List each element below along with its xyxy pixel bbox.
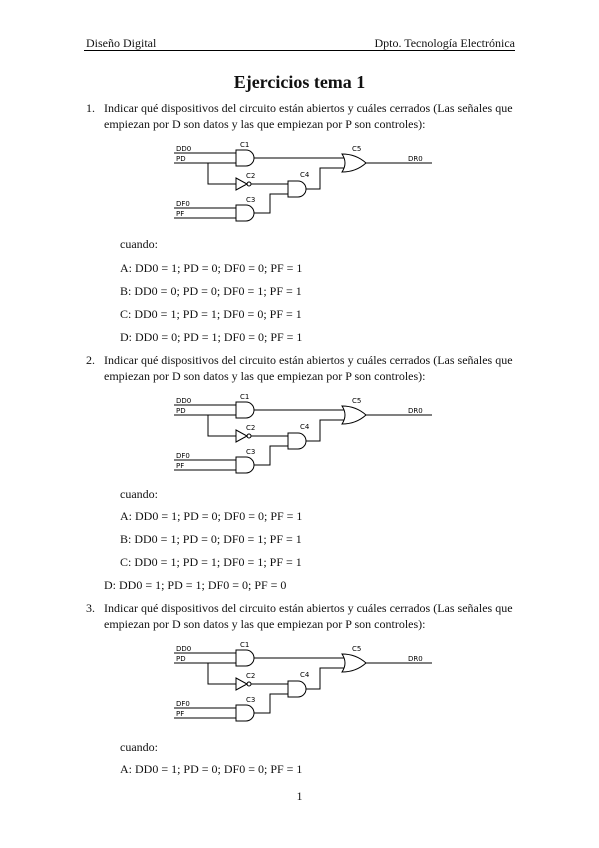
cuando-label: cuando: xyxy=(120,237,158,251)
gate-label-c3: C3 xyxy=(246,196,255,204)
output-label-dr0: DR0 xyxy=(408,655,423,663)
wire-pd-branch xyxy=(207,415,236,437)
gate-label-c4: C4 xyxy=(300,671,310,679)
gate-c3 xyxy=(235,704,255,722)
case-line: A: DD0 = 1; PD = 0; DF0 = 0; PF = 1 xyxy=(120,509,303,523)
wire-c4-c5 xyxy=(306,419,344,442)
wire-c3-c4 xyxy=(254,693,288,714)
gate-c1 xyxy=(235,149,255,167)
input-label-dd0: DD0 xyxy=(176,145,191,153)
wire-c4-c5 xyxy=(306,667,344,690)
gate-c3 xyxy=(235,456,255,474)
gate-c5 xyxy=(341,153,367,173)
input-label-df0: DF0 xyxy=(176,700,190,708)
header-right: Dpto. Tecnología Electrónica xyxy=(374,36,515,50)
gate-label-c5: C5 xyxy=(352,397,361,405)
question-2: 2. Indicar qué dispositivos del circuito… xyxy=(86,352,526,384)
gate-label-c1: C1 xyxy=(240,393,249,401)
header-rule xyxy=(84,50,515,51)
question-number: 1. xyxy=(86,101,95,115)
cuando-label: cuando: xyxy=(120,487,158,501)
gate-label-c4: C4 xyxy=(300,423,310,431)
wire-c4-c5 xyxy=(306,167,344,190)
input-label-df0: DF0 xyxy=(176,452,190,460)
header-left: Diseño Digital xyxy=(86,36,157,50)
wire-c3-c4 xyxy=(254,445,288,466)
gate-label-c2: C2 xyxy=(246,672,255,680)
input-label-pf: PF xyxy=(176,210,184,218)
gate-label-c5: C5 xyxy=(352,145,361,153)
case-line: C: DD0 = 1; PD = 1; DF0 = 0; PF = 1 xyxy=(120,307,302,321)
gate-c1 xyxy=(235,401,255,419)
gate-label-c3: C3 xyxy=(246,696,255,704)
case-line: D: DD0 = 1; PD = 1; DF0 = 0; PF = 0 xyxy=(104,578,287,592)
case-line: B: DD0 = 1; PD = 0; DF0 = 1; PF = 1 xyxy=(120,532,302,546)
input-label-pd: PD xyxy=(176,407,186,415)
gate-c2 xyxy=(235,429,249,443)
output-label-dr0: DR0 xyxy=(408,155,423,163)
gate-c1 xyxy=(235,649,255,667)
page-title: Ejercicios tema 1 xyxy=(233,72,366,92)
wire-pd-branch xyxy=(207,163,236,185)
input-label-dd0: DD0 xyxy=(176,397,191,405)
question-text: Indicar qué dispositivos del circuito es… xyxy=(104,601,513,631)
gate-c5 xyxy=(341,653,367,673)
gate-label-c2: C2 xyxy=(246,172,255,180)
gate-c2 xyxy=(235,177,249,191)
input-label-pf: PF xyxy=(176,710,184,718)
gate-label-c2: C2 xyxy=(246,424,255,432)
output-label-dr0: DR0 xyxy=(408,407,423,415)
gate-c2 xyxy=(235,677,249,691)
case-line: C: DD0 = 1; PD = 1; DF0 = 1; PF = 1 xyxy=(120,555,302,569)
gate-label-c5: C5 xyxy=(352,645,361,653)
wire-pd-branch xyxy=(207,663,236,685)
gate-label-c1: C1 xyxy=(240,141,249,149)
input-label-df0: DF0 xyxy=(176,200,190,208)
input-label-dd0: DD0 xyxy=(176,645,191,653)
question-text: Indicar qué dispositivos del circuito es… xyxy=(104,353,513,383)
input-label-pf: PF xyxy=(176,462,184,470)
gate-c3 xyxy=(235,204,255,222)
cuando-label: cuando: xyxy=(120,740,158,754)
case-line: D: DD0 = 0; PD = 1; DF0 = 0; PF = 1 xyxy=(120,330,303,344)
input-label-pd: PD xyxy=(176,655,186,663)
question-3: 3. Indicar qué dispositivos del circuito… xyxy=(86,600,526,632)
question-1: 1. Indicar qué dispositivos del circuito… xyxy=(86,100,526,132)
case-line: B: DD0 = 0; PD = 0; DF0 = 1; PF = 1 xyxy=(120,284,302,298)
gate-label-c1: C1 xyxy=(240,641,249,649)
gate-label-c3: C3 xyxy=(246,448,255,456)
gate-c4 xyxy=(287,680,307,698)
wire-c3-c4 xyxy=(254,193,288,214)
gate-label-c4: C4 xyxy=(300,171,310,179)
question-text: Indicar qué dispositivos del circuito es… xyxy=(104,101,513,131)
input-label-pd: PD xyxy=(176,155,186,163)
case-line: A: DD0 = 1; PD = 0; DF0 = 0; PF = 1 xyxy=(120,261,303,275)
question-number: 2. xyxy=(86,353,95,367)
case-line: A: DD0 = 1; PD = 0; DF0 = 0; PF = 1 xyxy=(120,762,303,776)
page-number: 1 xyxy=(296,789,303,803)
gate-c5 xyxy=(341,405,367,425)
question-number: 3. xyxy=(86,601,95,615)
gate-c4 xyxy=(287,180,307,198)
gate-c4 xyxy=(287,432,307,450)
